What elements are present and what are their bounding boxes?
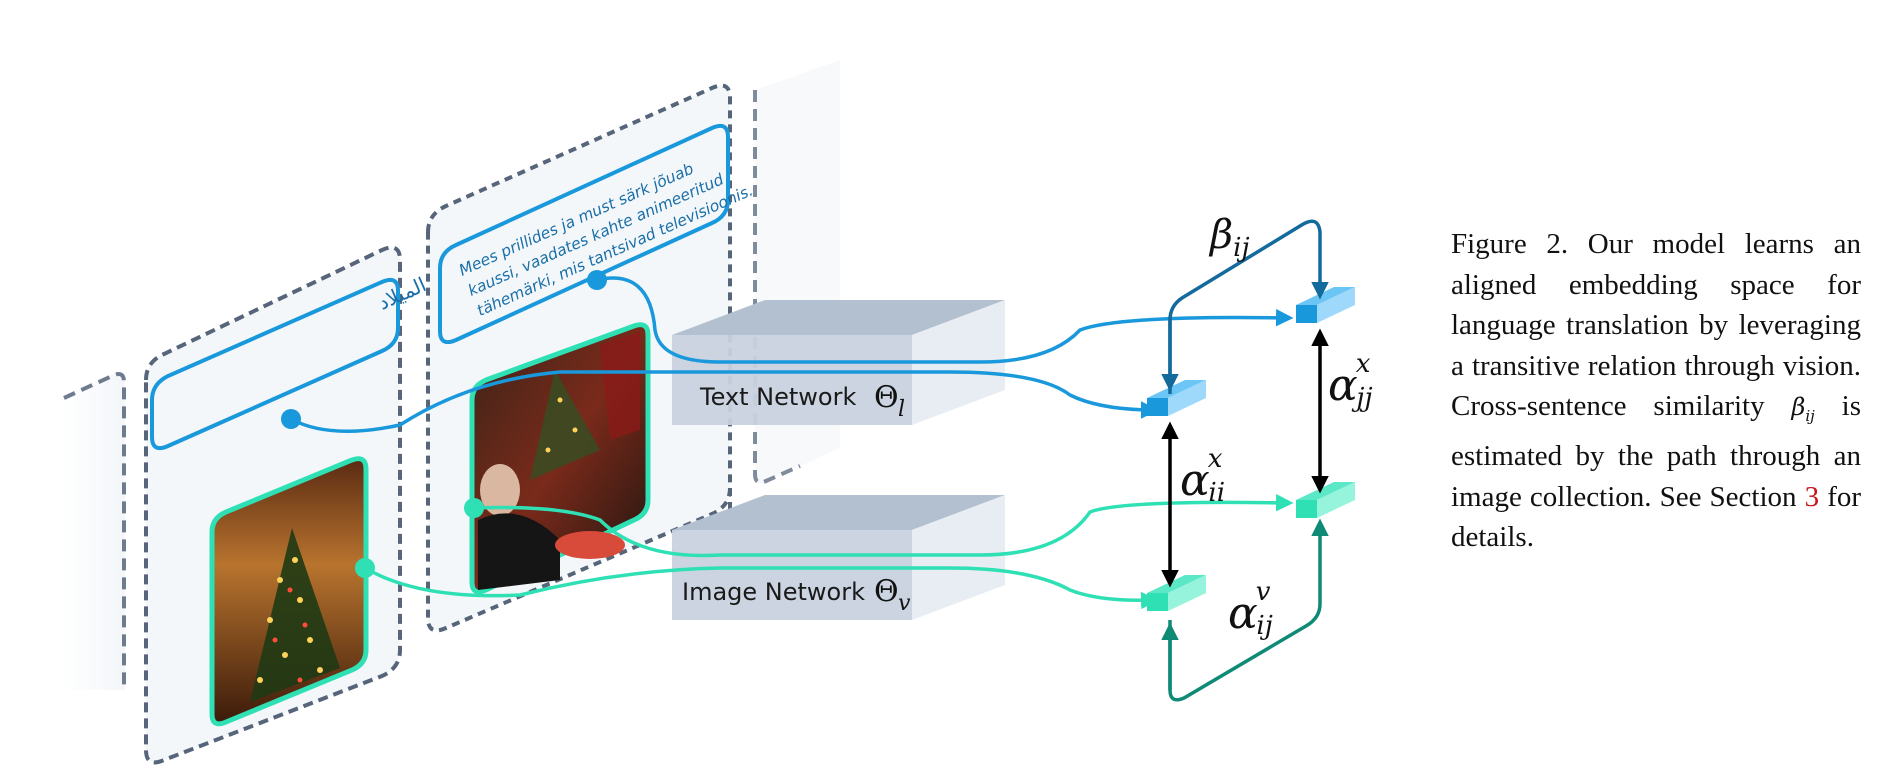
text-network-box: Text Network Θ l [672,300,1005,425]
background-panel-left [60,372,126,690]
figure-caption: Figure 2. Our model learns an aligned em… [1451,224,1861,558]
section-reference-link[interactable]: 3 [1804,480,1820,513]
sample-panel-estonian: Mees prillides ja must särk jõuab kaussi… [426,83,756,633]
image-network-label: Image Network [682,578,865,606]
image-network-theta: Θ [874,574,899,609]
text-network-label: Text Network [699,383,856,411]
image-path-man [473,494,1294,558]
sentence-box-estonian [438,123,730,345]
caption-suffix: for details. [1451,480,1862,554]
embedding-text-j [1296,287,1355,323]
text-network-theta: Θ [874,380,899,415]
image-network-theta-sub: v [898,591,911,616]
beta-arrow [1161,219,1329,394]
image-path-tree [364,566,1159,610]
caption-middle: is estimated by the path through an imag… [1451,390,1862,513]
text-path-estonian [596,276,1294,364]
embedding-image-i [1147,575,1206,611]
caption-prefix: Figure 2. Our model learns an aligned em… [1451,228,1861,422]
model-diagram: أضواء على شجرة عيد الميلاد Mees prillide… [60,83,1373,765]
beta-label: βij [1208,212,1250,263]
image-network-box: Image Network Θ v [672,495,1005,620]
text-network-theta-sub: l [898,397,905,422]
image-paths [364,494,1294,610]
image-christmas-tree [209,456,369,727]
caption-beta: βij [1791,393,1815,425]
alpha-ij-v-arrow [1161,518,1329,702]
embedding-image-j [1296,482,1355,518]
sentence-box-arabic [150,277,400,451]
text-path-arabic [290,370,1159,433]
sample-panel-arabic: أضواء على شجرة عيد الميلاد [144,195,602,765]
text-paths [290,276,1294,433]
embedding-text-i [1147,380,1206,416]
